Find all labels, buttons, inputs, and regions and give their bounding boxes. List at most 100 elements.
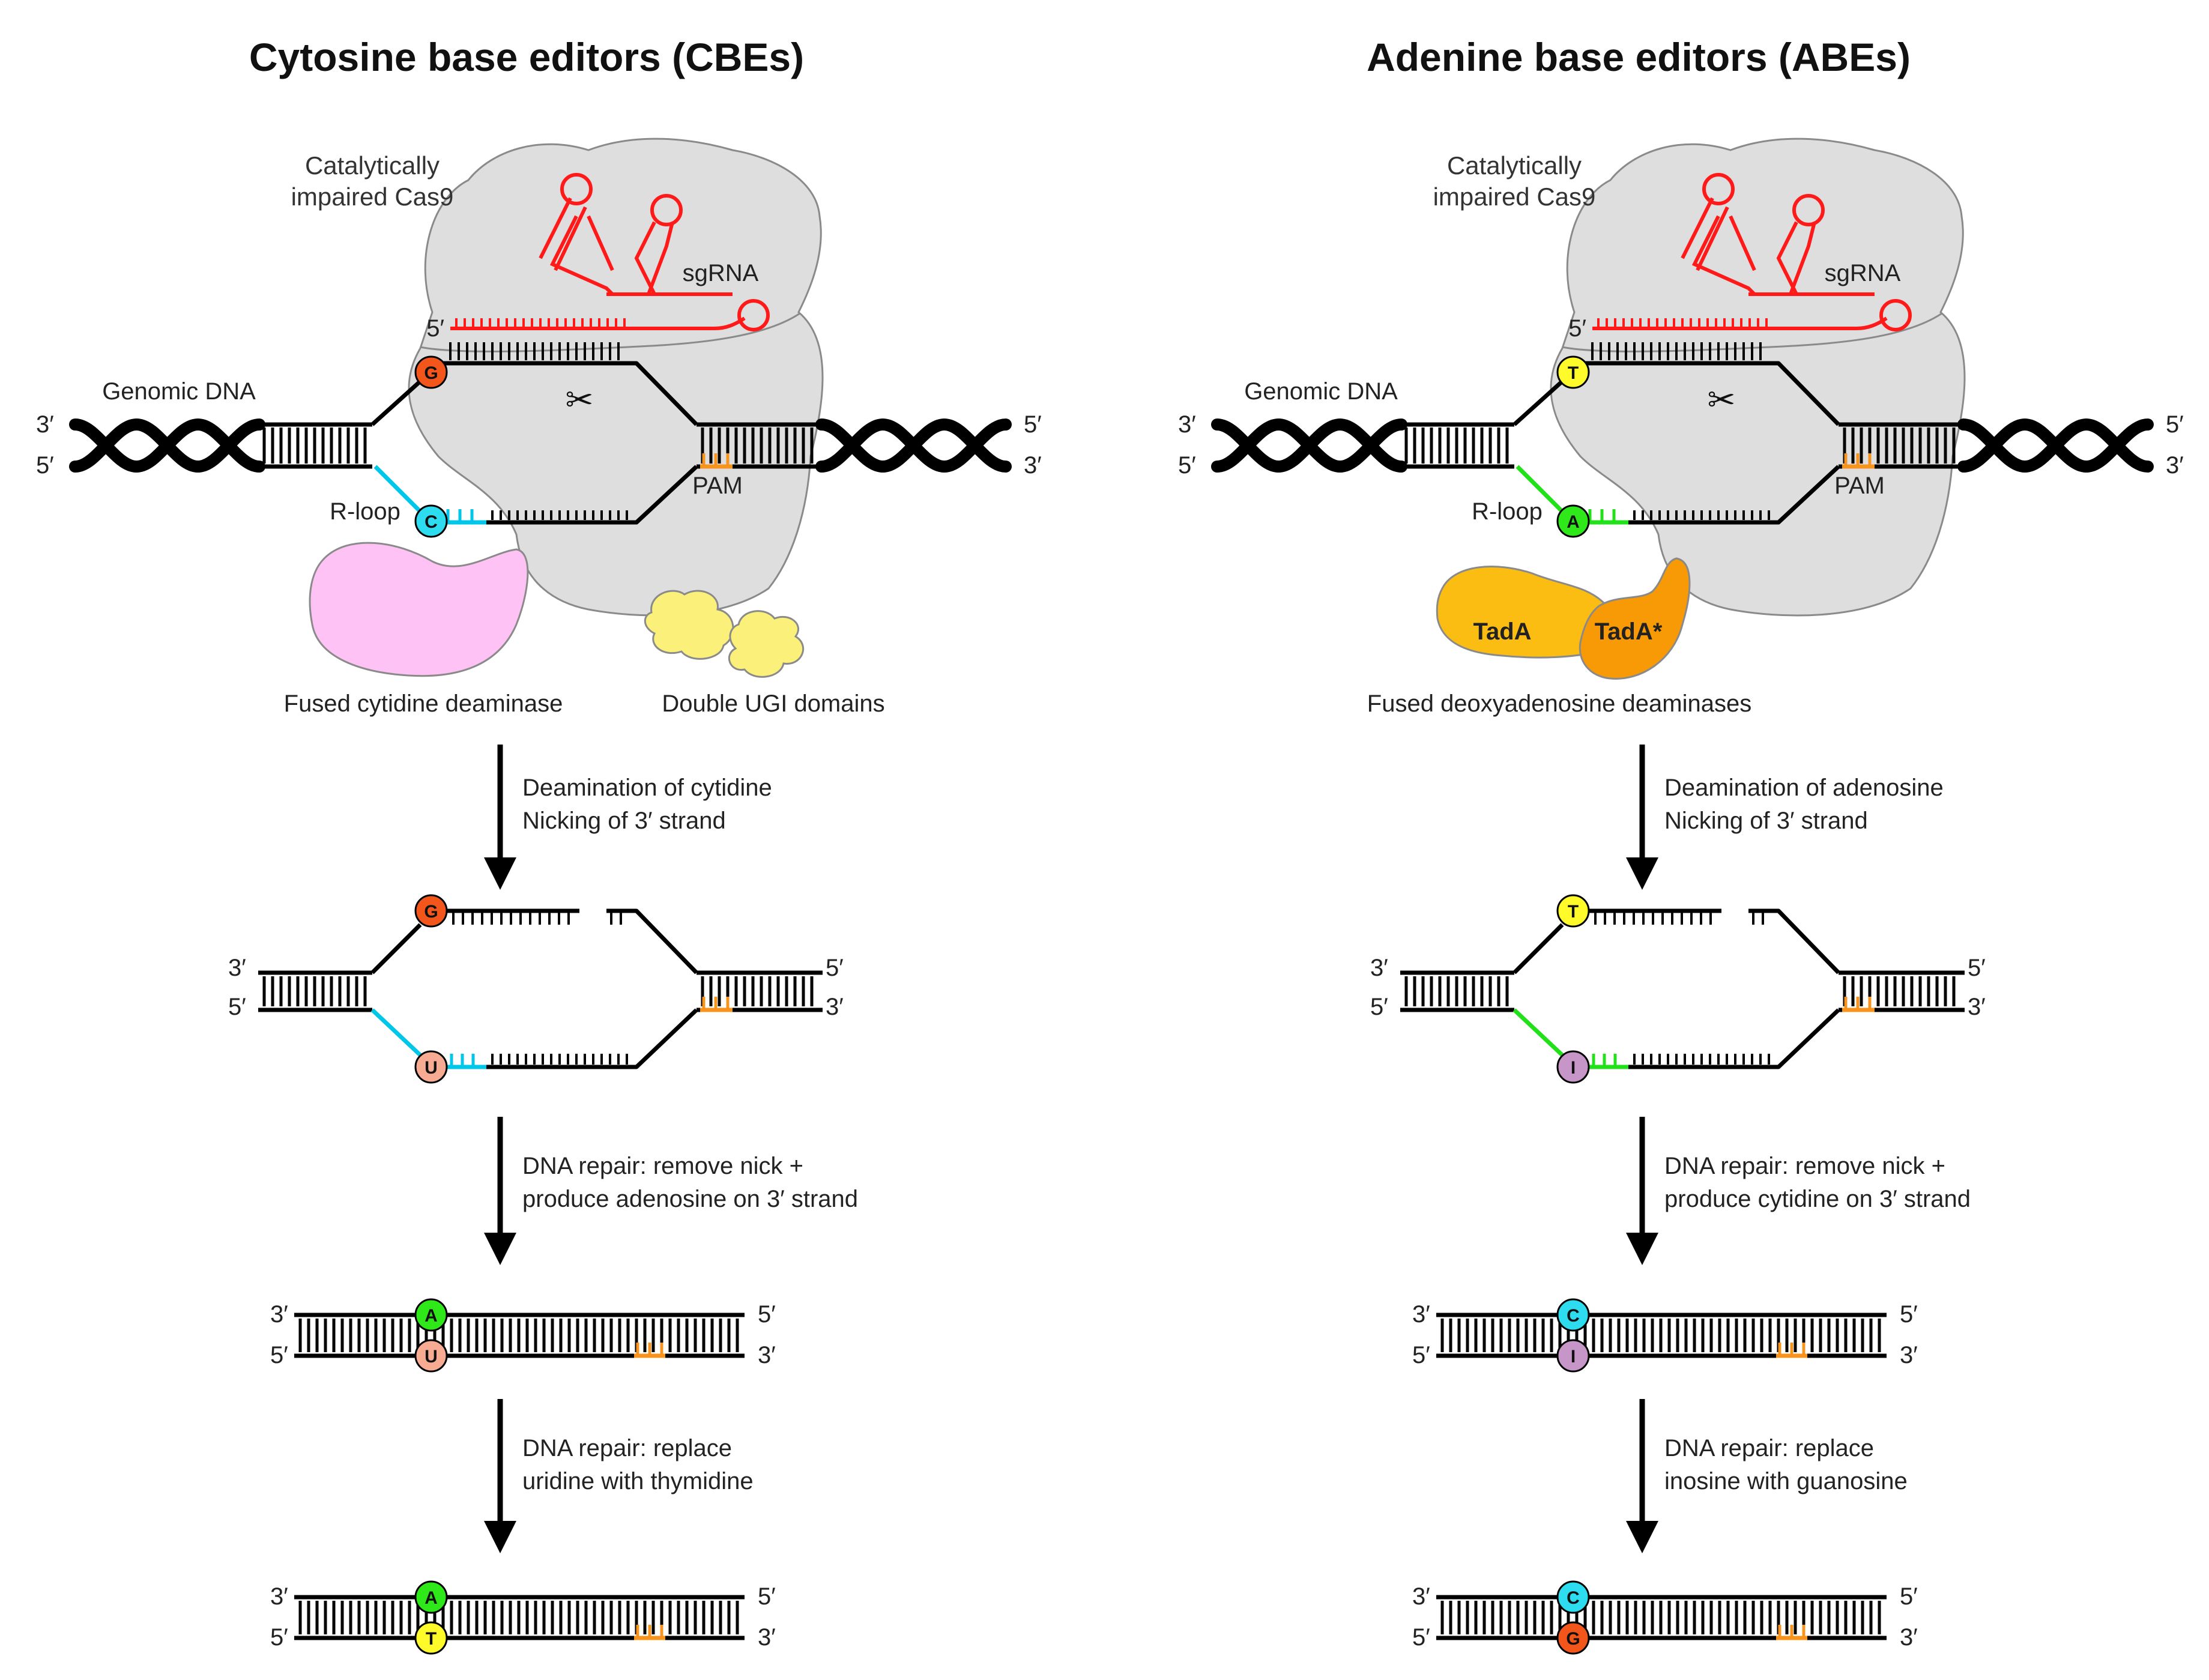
helix-strand (1211, 418, 1285, 473)
cas9-label-line2: impaired Cas9 (1433, 183, 1596, 211)
svg-text:T: T (1568, 363, 1579, 383)
bubble-top-strand-nicked (447, 908, 698, 974)
dna-helix-right (815, 418, 1012, 473)
sgrna-5prime: 5′ (1568, 315, 1586, 342)
nucleotide-g: G (414, 894, 448, 928)
bubble-top-strand-nicked (1589, 908, 1840, 974)
bubble-bottom-strand (486, 1008, 698, 1069)
cbe-title: Cytosine base editors (CBEs) (249, 35, 804, 79)
ugi-label: Double UGI domains (662, 690, 884, 717)
nucleotide-t: T (1556, 894, 1590, 928)
nucleotide-a: A (414, 1580, 448, 1614)
sgrna-base-ticks (455, 318, 626, 327)
genomic-dna-duplex (1400, 342, 1965, 525)
svg-text:I: I (1571, 1347, 1576, 1367)
deaminase-label: Fused deoxyadenosine deaminases (1367, 690, 1751, 717)
strand-end-label: 3′ (228, 955, 246, 981)
step2-line1: DNA repair: remove nick + (1664, 1153, 1945, 1179)
sgrna-label: sgRNA (683, 260, 759, 286)
tada-star-label: TadA* (1595, 618, 1663, 645)
cbe-panel: Cytosine base editors (CBEs) Catalytical… (36, 35, 1042, 1655)
rloop-strand (370, 1008, 425, 1060)
svg-text:G: G (424, 363, 438, 383)
end-3prime-left-top: 3′ (36, 411, 54, 438)
step2-dna-duplex: CI3′5′5′3′ (1412, 1298, 1918, 1373)
sgrna-base-ticks (1597, 318, 1768, 327)
helix-strand (1334, 418, 1407, 473)
bubble-top-strand (370, 361, 698, 426)
abe-title: Adenine base editors (ABEs) (1367, 35, 1911, 79)
strand-end-label: 5′ (758, 1301, 776, 1328)
rloop-ticks (1586, 509, 1628, 525)
strand-end-label: 3′ (826, 994, 844, 1020)
pam-label: PAM (1834, 473, 1885, 499)
step3-line1: DNA repair: replace (1664, 1435, 1874, 1461)
strand-end-label: 3′ (1370, 955, 1388, 981)
nucleotide-c: C (1556, 1580, 1590, 1614)
dna-helix-right (1957, 418, 2154, 473)
step3-line2: uridine with thymidine (522, 1468, 754, 1494)
pam-ticks (1842, 453, 1875, 469)
nucleotide-bottom-c: C (414, 504, 448, 538)
strand-end-label: 3′ (1968, 994, 1986, 1020)
helix-strand (192, 418, 265, 473)
nucleotide-a: A (414, 1298, 448, 1332)
strand-end-label: 3′ (1412, 1301, 1430, 1328)
strand-end-label: 3′ (1900, 1342, 1918, 1368)
end-3prime-right-bottom: 3′ (2166, 452, 2184, 479)
nucleotide-top-t: T (1556, 355, 1590, 389)
dna-helix-left (69, 418, 265, 473)
strand-end-label: 5′ (826, 955, 844, 981)
cas9-protein (408, 137, 824, 617)
sgrna (1592, 173, 1912, 331)
strand-end-label: 5′ (228, 994, 246, 1020)
end-3prime-left-top: 3′ (1178, 411, 1196, 438)
cas9-protein (1550, 137, 1966, 617)
helix-strand (877, 418, 950, 473)
step1-line1: Deamination of adenosine (1664, 775, 1944, 801)
scissors-icon: ✂ (1708, 381, 1736, 420)
nucleotide-top-g: G (414, 355, 448, 389)
svg-text:G: G (1566, 1629, 1580, 1649)
strand-end-label: 5′ (1412, 1624, 1430, 1651)
helix-strand (69, 418, 143, 473)
helix-strand (1957, 418, 2031, 473)
svg-text:C: C (425, 512, 438, 532)
genomic-dna-label: Genomic DNA (102, 378, 256, 405)
svg-text:A: A (425, 1588, 438, 1608)
svg-text:C: C (1567, 1306, 1580, 1326)
sgrna-label: sgRNA (1825, 260, 1901, 286)
helix-strand (1272, 418, 1346, 473)
strand-end-label: 5′ (1370, 994, 1388, 1020)
strand-end-label: 5′ (270, 1624, 288, 1651)
rloop-label: R-loop (1472, 498, 1543, 525)
step1-line1: Deamination of cytidine (522, 775, 772, 801)
helix-strand (815, 418, 889, 473)
strand-end-label: 5′ (758, 1583, 776, 1610)
strand-end-label: 3′ (1412, 1583, 1430, 1610)
nucleotide-i: I (1556, 1339, 1590, 1373)
tada-star-domain (1579, 557, 1691, 680)
nucleotide-c: C (1556, 1298, 1590, 1332)
cas9-label-line1: Catalytically (305, 151, 440, 180)
svg-text:U: U (425, 1058, 438, 1078)
step1-dna-bubble: G U 3′ 5′ 5′ 3′ (228, 894, 844, 1084)
strand-end-label: 5′ (1900, 1583, 1918, 1610)
bubble-top-strand (370, 923, 422, 974)
genomic-dna-label: Genomic DNA (1244, 378, 1398, 405)
ugi-domains (644, 590, 804, 678)
helix-strand (130, 418, 204, 473)
bubble-top-strand (1512, 923, 1564, 974)
svg-text:U: U (425, 1347, 438, 1367)
cas9-label-line2: impaired Cas9 (291, 183, 454, 211)
strand-end-label: 3′ (758, 1342, 776, 1368)
genomic-dna-duplex (258, 342, 823, 525)
step3-dna-duplex: AT3′5′5′3′ (270, 1580, 776, 1655)
cytidine-deaminase (309, 542, 529, 677)
strand-end-label: 5′ (1968, 955, 1986, 981)
end-5prime-right-top: 5′ (1024, 411, 1042, 438)
step2-line2: produce cytidine on 3′ strand (1664, 1186, 1971, 1212)
helix-strand (2080, 418, 2154, 473)
nucleotide-t: T (414, 1621, 448, 1655)
